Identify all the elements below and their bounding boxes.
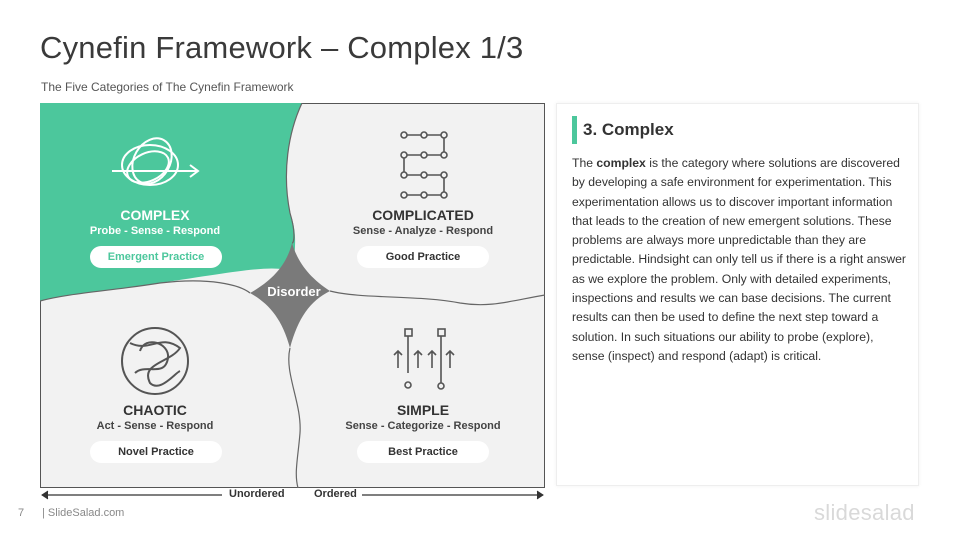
order-axis: Unordered Ordered: [40, 487, 545, 503]
description-card: 3. Complex The complex is the category w…: [556, 103, 919, 486]
card-heading: 3. Complex: [583, 120, 674, 139]
complex-steps: Probe - Sense - Respond: [89, 225, 221, 237]
complicated-practice-pill: Good Practice: [357, 246, 489, 268]
footer-site: | SlideSalad.com: [42, 507, 125, 519]
card-text-post: is the category where solutions are disc…: [572, 156, 906, 363]
card-text-bold: complex: [596, 156, 646, 170]
axis-unordered: Unordered: [229, 488, 285, 500]
complicated-name: COMPLICATED: [372, 207, 474, 223]
complicated-steps: Sense - Analyze - Respond: [352, 225, 494, 237]
slide-title: Cynefin Framework – Complex 1/3: [40, 30, 524, 65]
slide-subtitle: The Five Categories of The Cynefin Frame…: [41, 80, 294, 94]
sequence-icon: [393, 328, 455, 390]
disorder-label: Disorder: [267, 284, 321, 299]
complex-label: COMPLEX Probe - Sense - Respond: [65, 207, 245, 237]
axis-ordered: Ordered: [314, 488, 357, 500]
axis-arrows: [41, 490, 544, 500]
simple-label: SIMPLE Sense - Categorize - Respond: [333, 402, 513, 432]
chaos-circle-icon: [121, 327, 189, 395]
simple-name: SIMPLE: [396, 402, 450, 418]
card-accent-bar: [572, 116, 577, 144]
complex-practice-pill: Emergent Practice: [90, 246, 222, 268]
chaotic-label: CHAOTIC Act - Sense - Respond: [65, 402, 245, 432]
chaotic-practice-pill: Novel Practice: [90, 441, 222, 463]
simple-steps: Sense - Categorize - Respond: [345, 420, 501, 432]
chaotic-steps: Act - Sense - Respond: [96, 420, 214, 432]
complicated-label: COMPLICATED Sense - Analyze - Respond: [333, 207, 513, 237]
brand-logo: slidesalad: [814, 500, 915, 525]
tangle-icon: [112, 137, 200, 186]
cynefin-diagram: COMPLEX Probe - Sense - Respond Emergent…: [40, 103, 545, 488]
simple-practice-pill: Best Practice: [357, 441, 489, 463]
complex-name: COMPLEX: [120, 207, 190, 223]
flow-steps-icon: [400, 131, 448, 199]
chaotic-name: CHAOTIC: [123, 402, 187, 418]
card-text-pre: The: [572, 156, 597, 170]
page-number: 7: [18, 507, 25, 519]
card-body: The complex is the category where soluti…: [572, 154, 907, 366]
disorder-region: [250, 243, 330, 348]
